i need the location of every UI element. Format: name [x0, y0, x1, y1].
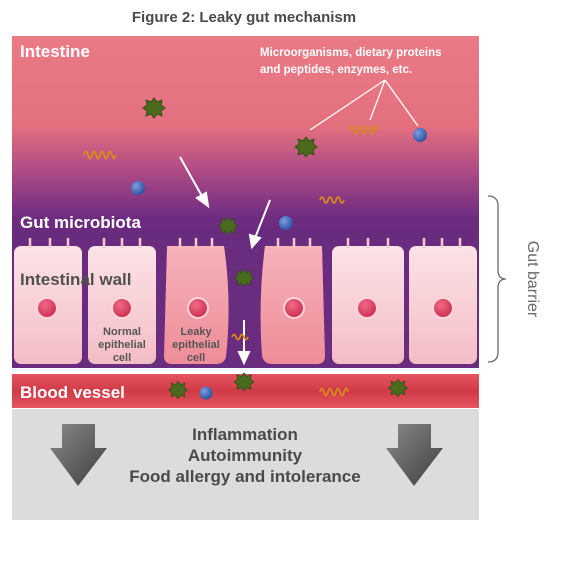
spirochete-icon [319, 196, 345, 204]
spirochete-icon [231, 333, 249, 341]
leaky-cell-label-line2: epithelial [172, 339, 220, 351]
nucleus [187, 297, 209, 319]
bacteria [142, 97, 409, 400]
nucleus [111, 297, 133, 319]
translocation-arrows [179, 156, 271, 366]
outcome-food-allergy: Food allergy and intolerance [129, 467, 360, 486]
intestine-lumen [12, 36, 479, 250]
spirochete-icon [83, 150, 117, 160]
down-arrow-icon [179, 156, 210, 209]
normal-cell-label-line1: Normal [103, 326, 141, 338]
gut-barrier-brace [487, 195, 507, 363]
outcome-autoimmunity: Autoimmunity [188, 446, 303, 465]
bacterium-icon [167, 380, 189, 400]
normal-cell-label-line3: cell [113, 352, 131, 364]
bacterium-icon [233, 268, 255, 288]
intestinal-wall-background [12, 240, 479, 368]
cell-nuclei [36, 297, 454, 319]
gut-barrier-label: Gut barrier [524, 241, 541, 318]
microorganisms-annotation-line2: and peptides, enzymes, etc. [260, 64, 412, 76]
figure-title: Figure 2: Leaky gut mechanism [132, 9, 356, 26]
normal-cell-label-line2: epithelial [98, 339, 146, 351]
down-arrow-icon [50, 424, 107, 486]
protein-molecule-icon [413, 128, 427, 142]
leaky-cell-label-line3: cell [187, 352, 205, 364]
blood-vessel-label: Blood vessel [20, 383, 125, 402]
spirochete-icon [319, 387, 349, 397]
nucleus [356, 297, 378, 319]
protein-molecules [131, 128, 427, 400]
spirochetes [83, 125, 379, 397]
microvilli [28, 238, 462, 248]
down-arrow-icon [386, 424, 443, 486]
nucleus [283, 297, 305, 319]
spirochete-icon [349, 125, 379, 135]
bacterium-icon [387, 378, 409, 398]
gut-microbiota-label: Gut microbiota [20, 213, 141, 232]
bacterium-icon [217, 216, 239, 236]
nucleus [36, 297, 58, 319]
protein-molecule-icon [279, 216, 293, 230]
intestine-label: Intestine [20, 42, 90, 61]
protein-molecule-icon [131, 181, 145, 195]
microorganisms-annotation-line1: Microorganisms, dietary proteins [260, 47, 442, 59]
bacterium-icon [294, 136, 318, 158]
normal-cell-label: Normal epithelial cell [98, 326, 146, 364]
down-arrow-icon [248, 199, 271, 250]
leaky-cell-label-line1: Leaky [180, 326, 212, 338]
protein-molecule-icon [199, 386, 213, 400]
bacterium-icon [142, 97, 166, 119]
outcome-inflammation: Inflammation [192, 425, 298, 444]
nucleus [432, 297, 454, 319]
intestinal-wall-label: Intestinal wall [20, 270, 131, 289]
annotation-pointer-lines [309, 79, 419, 131]
bacterium-icon [233, 372, 255, 392]
leaky-cell-label: Leaky epithelial cell [172, 326, 220, 364]
